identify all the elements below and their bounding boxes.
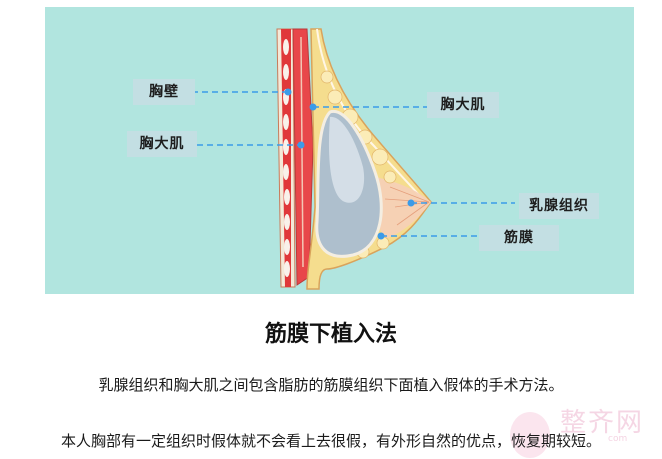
label-pectoralis-major-right: 胸大肌 <box>427 92 499 118</box>
watermark-logo-icon <box>510 412 550 458</box>
page-title: 筋膜下植入法 <box>264 322 397 347</box>
watermark-text: 整齐网 <box>560 408 645 438</box>
anatomy-diagram: 胸壁 胸大肌 胸大肌 乳腺组织 筋膜 <box>45 7 634 294</box>
watermark-subtext: com <box>608 434 628 444</box>
description-paragraph-1: 乳腺组织和胸大肌之间包含脂肪的筋膜组织下面植入假体的手术方法。 <box>98 376 564 394</box>
label-fascia: 筋膜 <box>479 225 559 251</box>
label-mammary-gland: 乳腺组织 <box>519 193 599 219</box>
breast-cross-section-illustration <box>192 28 515 290</box>
label-pectoralis-major-left: 胸大肌 <box>127 131 197 157</box>
label-chest-wall: 胸壁 <box>133 79 195 105</box>
description-paragraph-2: 本人胸部有一定组织时假体就不会看上去很假，有外形自然的优点，恢复期较短。 <box>60 432 601 450</box>
